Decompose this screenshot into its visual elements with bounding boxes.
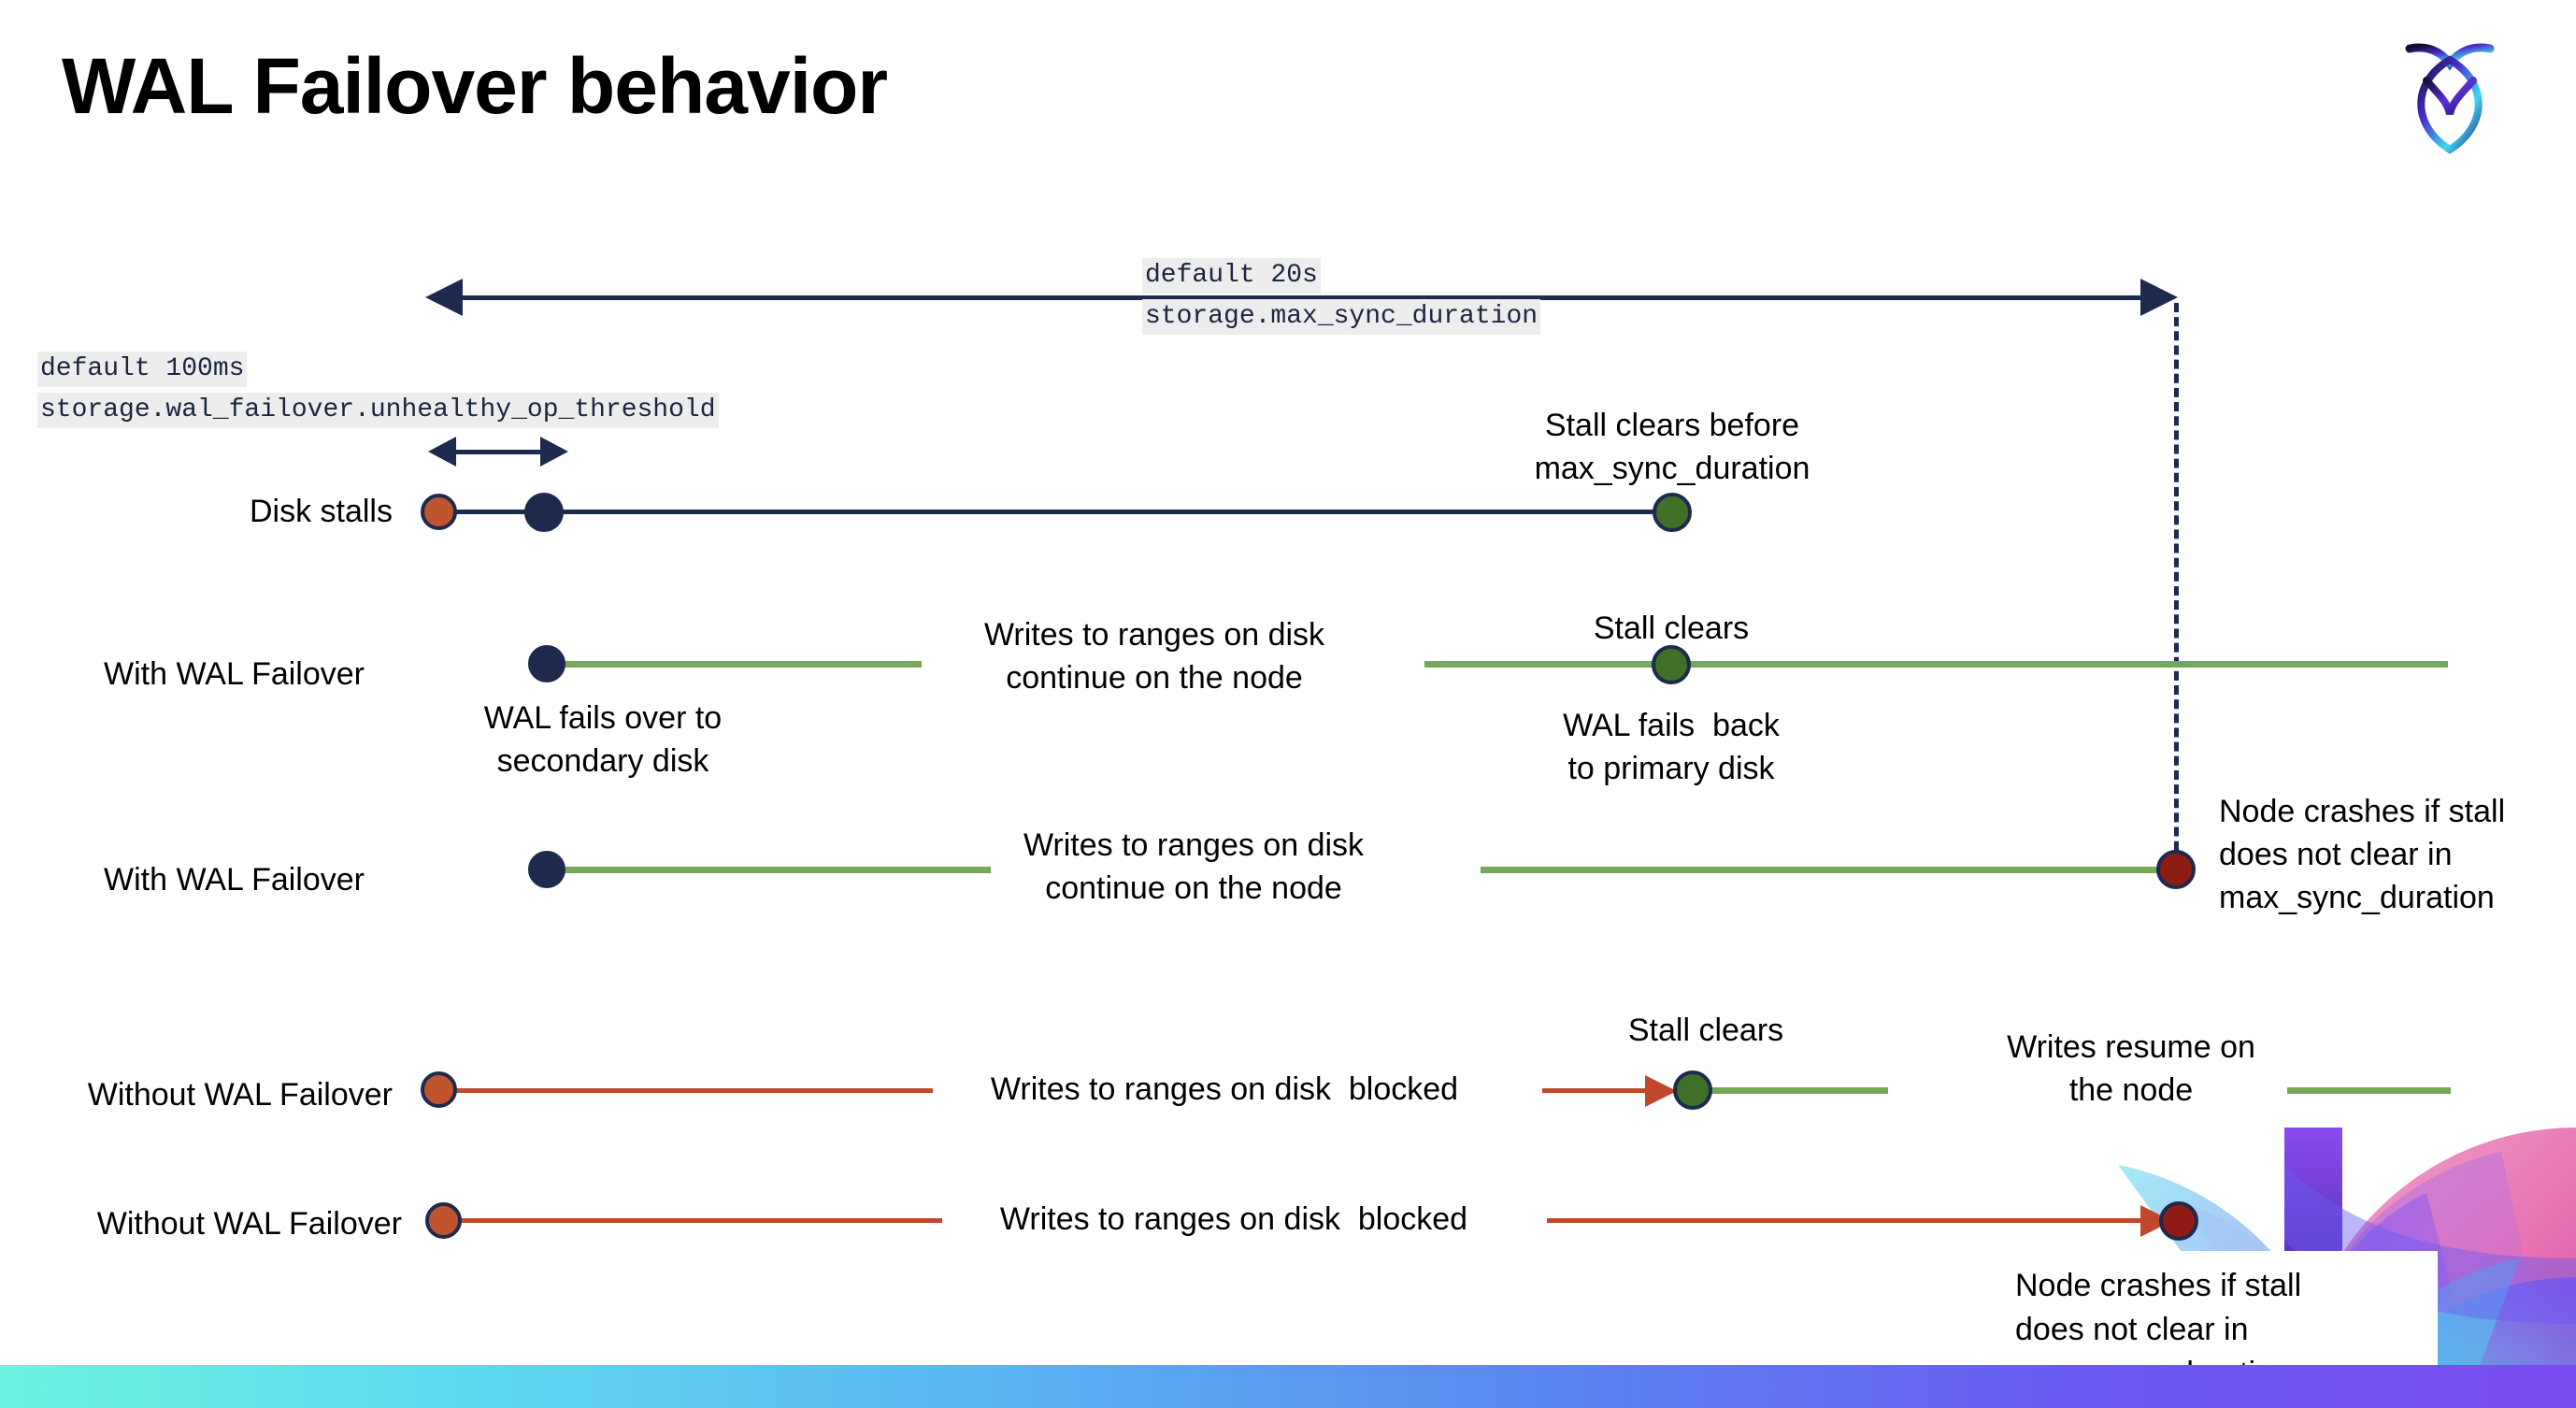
without-failover-blocked-line-1 (437, 1088, 933, 1093)
without-failover-resume-line-2 (2287, 1087, 2451, 1094)
threshold-arrow-left-head (428, 437, 456, 467)
bottom-gradient-bar (0, 1365, 2576, 1408)
with-failover-mid-note-line1: Writes to ranges on disk (983, 617, 1325, 653)
without-failover-crash-line-1 (437, 1218, 942, 1223)
without-failover-resume-note-line1: Writes resume on (2007, 1029, 2255, 1065)
row-label-with-failover-crash: With WAL Failover (104, 862, 365, 898)
with-failover-crash-segment-1 (542, 867, 991, 873)
without-failover-crash-note-line2: does not clear in (2015, 1312, 2249, 1347)
disk-stall-start-dot (421, 494, 457, 530)
threshold-arrow-right-head (540, 437, 568, 467)
max-sync-arrow-line (460, 295, 2142, 300)
max-sync-arrow-left-head (425, 279, 463, 316)
with-failover-clear-dot (1652, 645, 1691, 684)
without-failover-crash-line-2 (1547, 1218, 2159, 1223)
with-failover-back-note-line1: WAL fails back (1563, 708, 1780, 743)
row-label-disk-stalls: Disk stalls (249, 494, 393, 529)
row-label-without-failover-crash: Without WAL Failover (96, 1206, 402, 1242)
disk-stall-clears-note-line1: Stall clears before (1544, 408, 1800, 443)
with-failover-crash-note-line2: does not clear in (2219, 837, 2453, 872)
row-label-with-failover-clears: With WAL Failover (104, 656, 365, 692)
with-failover-mid-note-line2: continue on the node (1006, 660, 1303, 696)
without-failover-clears-note: Stall clears (1627, 1013, 1784, 1048)
without-failover-start-dot (421, 1071, 457, 1108)
with-failover-crash-segment-2 (1481, 867, 2172, 873)
with-failover-start-note-line2: secondary disk (496, 743, 709, 779)
with-failover-crash-dot (2156, 850, 2196, 889)
disk-stall-clears-note-line2: max_sync_duration (1534, 451, 1810, 486)
with-failover-failover-dot (528, 645, 565, 682)
disk-stalls-timeline (439, 510, 1673, 514)
with-failover-clears-note: Stall clears (1593, 611, 1750, 646)
page-title: WAL Failover behavior (62, 42, 888, 130)
with-failover-segment-1 (542, 661, 922, 668)
max-sync-arrow-right-head (2140, 279, 2178, 316)
max-sync-dashed-connector (2174, 303, 2179, 879)
max-sync-name-chip: storage.max_sync_duration (1142, 299, 1541, 335)
without-failover-crash-blocked-note: Writes to ranges on disk blocked (999, 1201, 1468, 1237)
without-failover-blocked-note: Writes to ranges on disk blocked (990, 1071, 1459, 1107)
with-failover-start-note-line1: WAL fails over to (483, 700, 723, 736)
without-failover-clear-dot (1673, 1070, 1712, 1110)
disk-stall-clear-dot (1653, 493, 1692, 532)
disk-stall-failover-dot (524, 493, 564, 532)
with-failover-segment-2 (1424, 661, 2448, 668)
unhealthy-default-chip: default 100ms (37, 352, 248, 387)
without-failover-crash-note-line1: Node crashes if stall (2015, 1268, 2302, 1303)
unhealthy-name-chip: storage.wal_failover.unhealthy_op_thresh… (37, 393, 719, 428)
without-failover-resume-note-line2: the node (2068, 1072, 2194, 1108)
with-failover-crash-failover-dot (528, 851, 565, 888)
with-failover-crash-mid-note-line1: Writes to ranges on disk (1023, 827, 1365, 863)
with-failover-crash-mid-note-line2: continue on the node (1045, 870, 1342, 906)
without-failover-crash-dot (2159, 1201, 2198, 1241)
without-failover-resume-line-1 (1694, 1087, 1888, 1094)
without-failover-clears-arrowhead (1645, 1075, 1677, 1107)
with-failover-crash-note-line3: max_sync_duration (2219, 880, 2495, 915)
without-failover-blocked-line-2 (1542, 1088, 1654, 1093)
max-sync-default-chip: default 20s (1142, 258, 1321, 294)
with-failover-back-note-line2: to primary disk (1567, 751, 1775, 786)
row-label-without-failover-clears: Without WAL Failover (87, 1077, 393, 1113)
threshold-arrow-line (452, 450, 542, 454)
without-failover-crash-start-dot (425, 1202, 462, 1239)
with-failover-crash-note-line1: Node crashes if stall (2219, 794, 2506, 829)
cockroachdb-logo (2389, 28, 2511, 159)
